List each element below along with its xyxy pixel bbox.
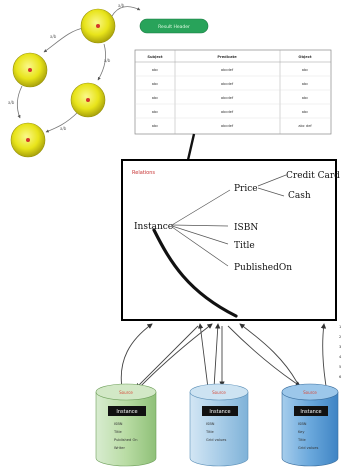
branch-line [171,226,229,267]
state-machine: a/b a/b a/b a/b a/b Result Header [8,3,209,158]
side-label: 1 [339,325,341,329]
tree-header: Relations [132,170,155,176]
triples-table: Subject Predicate Object abc abcdef abc … [134,49,332,135]
edge-label: a/b [50,34,57,39]
db-item: Title [113,430,122,434]
svg-text:abc: abc [152,110,158,114]
db-title: Instance [209,409,230,415]
table-header: Subject [147,55,163,59]
db-item: Grid values [298,446,319,450]
edge-s1-s2 [111,6,141,17]
side-label: 6 [339,375,342,379]
side-label: 2 [339,335,341,339]
table-row: abc abcdef abc def [152,124,313,128]
svg-text:abc: abc [152,82,158,86]
db-header: Source [212,390,226,395]
svg-text:abcdef: abcdef [221,82,234,86]
db-item: Key [298,430,305,434]
db-item: Title [205,430,214,434]
edge-label: a/b [60,126,67,131]
svg-text:abcdef: abcdef [221,124,234,128]
side-label: 3 [339,345,341,349]
db-title: Instance [116,409,137,415]
svg-text:abc: abc [152,96,158,100]
edge-s0-s2 [16,85,23,119]
table-row: abc abcdef abc [152,110,308,114]
side-label: 4 [339,355,342,359]
state-node [70,82,106,118]
svg-text:abc: abc [152,124,158,128]
database-source-2: Source Instance ISBN Title Grid values [189,383,249,467]
db-item: ISBN [206,422,215,426]
db-header: Source [119,390,133,395]
branch-line [257,174,287,187]
result-header-button[interactable]: Result Header [139,18,209,34]
table-header: Object [298,55,311,59]
svg-text:abcdef: abcdef [221,96,234,100]
instance-curve [152,228,238,318]
edge-label: a/b [104,58,111,63]
edge-label: a/b [118,3,125,8]
tree-node: PublishedOn [234,263,292,273]
edge-label: a/b [8,100,15,105]
side-label: 5 [339,365,341,369]
branch-line [171,189,231,226]
tree-node: Price [234,184,258,194]
db-item: ISBN [114,422,123,426]
svg-text:abc: abc [302,96,308,100]
svg-text:abcdef: abcdef [221,110,234,114]
branch-line [257,187,285,197]
result-header-label: Result Header [158,24,190,30]
svg-text:abc: abc [302,82,308,86]
state-node [80,8,116,44]
branch-line [171,224,229,227]
table-row: abc abcdef abc [152,82,308,86]
db-title: Instance [300,409,321,415]
table-row: abc abcdef abc [152,68,308,72]
table-row: abc abcdef abc [152,96,308,100]
tree-node: Title [234,241,255,251]
db-item: ISBN [298,422,307,426]
db-item: Grid values [206,438,227,442]
tree-root: Instance [134,222,173,232]
tree-leaf: Cash [288,191,311,201]
branch-line [171,225,229,245]
db-header: Source [303,390,317,395]
connector-table-tree [186,133,196,161]
svg-text:abc: abc [152,68,158,72]
side-labels: 1 2 3 4 5 6 [339,325,342,379]
edge-s1-s0 [43,27,85,53]
data-flow-arrows [120,323,327,393]
svg-text:abc def: abc def [298,124,312,128]
svg-text:abc: abc [302,110,308,114]
state-node [10,122,46,158]
table-header: Predicate [217,55,237,59]
tree-panel: Relations Instance Price ISBN Title Publ… [121,159,340,321]
db-item: Title [297,438,306,442]
db-item: Published On [114,438,138,442]
svg-text:abcdef: abcdef [221,68,234,72]
edge-s3-s2 [45,111,79,133]
svg-text:abc: abc [302,68,308,72]
db-item: Writer [114,446,125,450]
edge-s1-s3 [97,43,106,81]
state-node [12,52,48,88]
tree-leaf: Credit Card [286,171,340,181]
database-source-3: Source Instance ISBN Key Title Grid valu… [281,383,339,467]
tree-node: ISBN [234,223,258,233]
database-source-1: Source Instance ISBN Title Published On … [95,383,157,467]
